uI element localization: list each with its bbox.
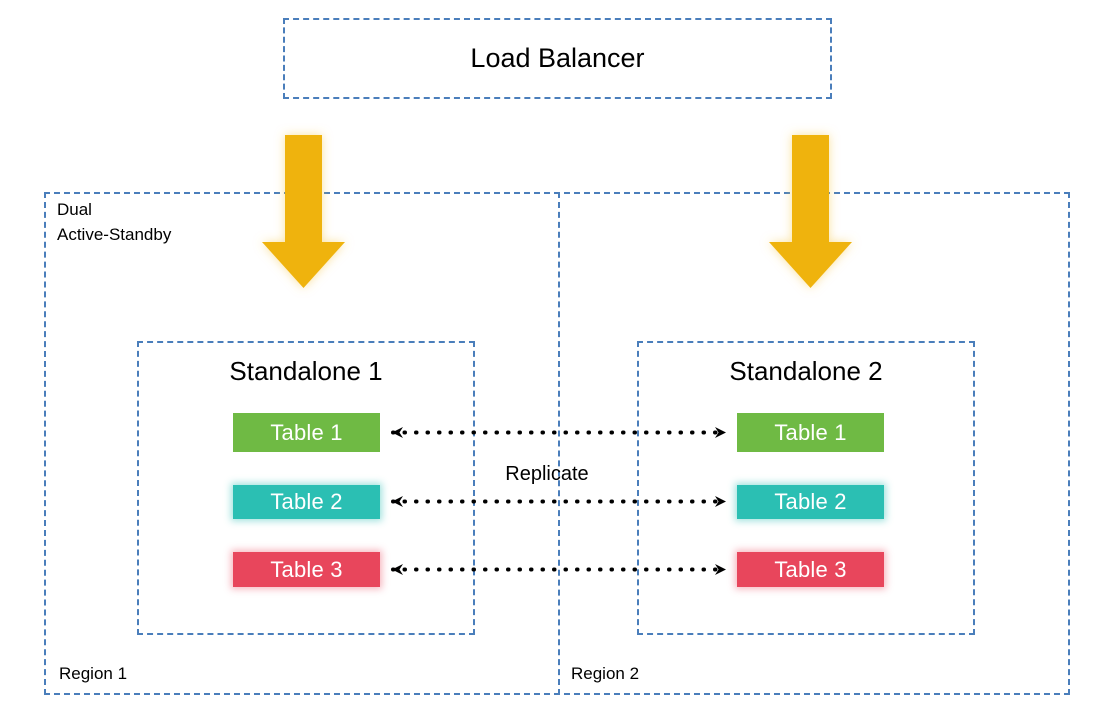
standalone-2-table-2: Table 2 (737, 485, 884, 519)
dual-active-standby-label: Dual Active-Standby (57, 200, 172, 244)
standalone-1-title: Standalone 1 (229, 356, 383, 386)
replicate-label: Replicate (505, 463, 589, 485)
load-balancer-box: Load Balancer (283, 18, 832, 99)
region-2-label: Region 2 (571, 664, 640, 683)
standalone-1-table-2: Table 2 (233, 485, 380, 519)
standalone-1-table-3: Table 3 (233, 552, 380, 587)
standalone-1-table-1: Table 1 (233, 413, 380, 452)
standalone-2-table-3: Table 3 (737, 552, 884, 587)
region-1-label: Region 1 (59, 664, 128, 683)
standalone-2-box: Standalone 2 (637, 341, 975, 635)
load-balancer-label: Load Balancer (470, 42, 645, 73)
dual-active-standby-container (44, 192, 1070, 695)
standalone-1-box: Standalone 1 (137, 341, 475, 635)
region-divider (558, 192, 560, 695)
standalone-2-title: Standalone 2 (729, 356, 883, 386)
standalone-2-table-1: Table 1 (737, 413, 884, 452)
